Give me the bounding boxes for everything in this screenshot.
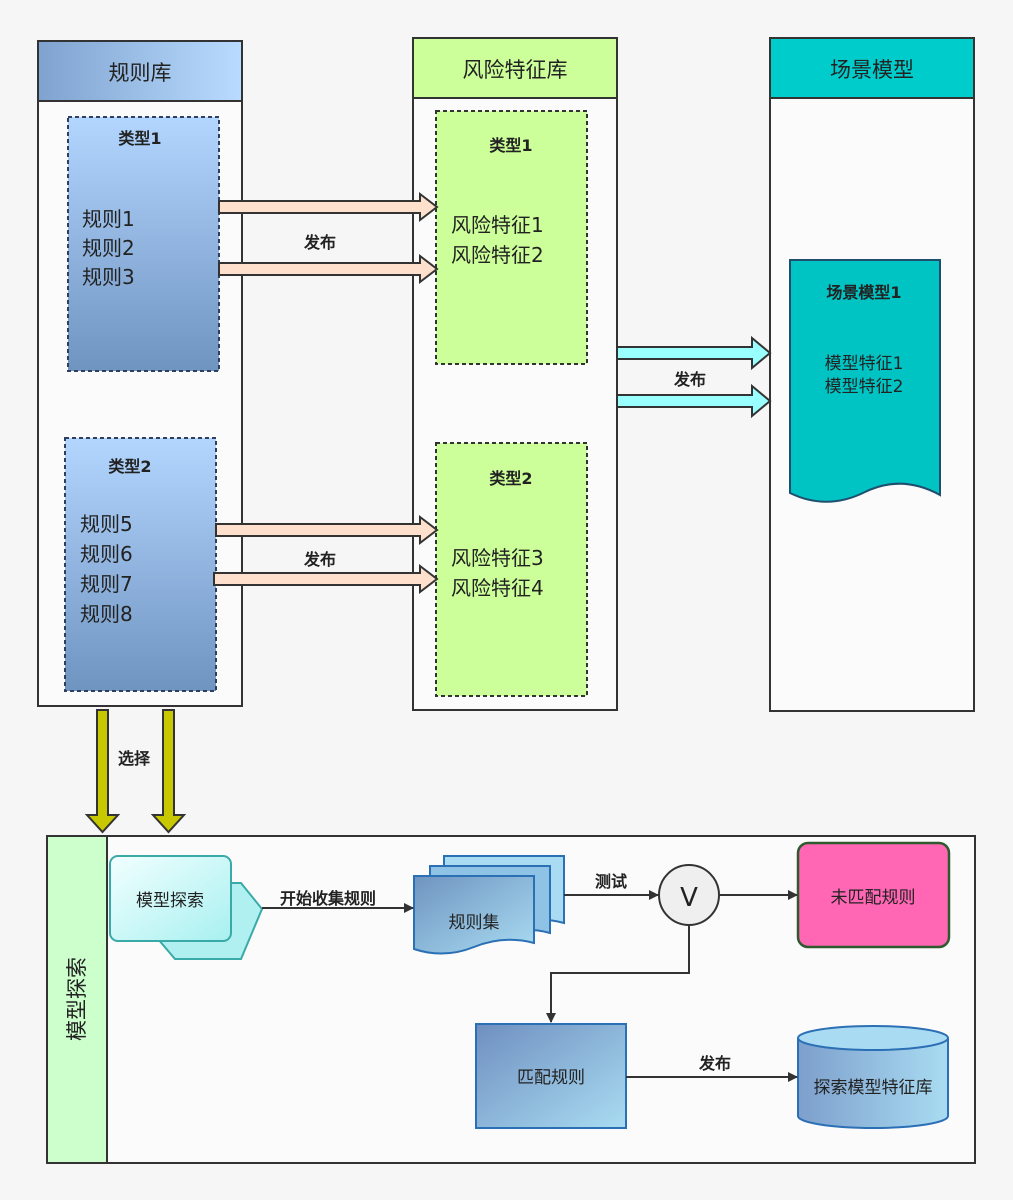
test-gate-symbol: V [680, 883, 698, 913]
risk-group-2-item: 风险特征4 [451, 576, 544, 600]
rule-group-2-item: 规则8 [80, 602, 133, 626]
rule-group-2-title: 类型2 [108, 457, 151, 476]
rule-group-1-item: 规则1 [82, 207, 135, 231]
publish-label-1: 发布 [303, 233, 336, 252]
rule-group-1-title: 类型1 [118, 129, 161, 148]
risk-group-1-item: 风险特征1 [451, 213, 544, 237]
rule-group-2-item: 规则7 [80, 572, 133, 596]
rule-group-1-item: 规则3 [82, 265, 135, 289]
publish-arrows-group-1: 发布 [218, 191, 439, 285]
scene-document-title: 场景模型1 [826, 283, 901, 302]
rule-set-node[interactable]: 规则集 [413, 855, 565, 955]
test-gate[interactable]: V [658, 864, 720, 926]
lane-rules-title: 规则库 [109, 61, 172, 85]
rule-group-2: 类型2 规则5 规则6 规则7 规则8 [64, 437, 217, 692]
select-label: 选择 [118, 749, 151, 768]
feature-db-label: 探索模型特征库 [814, 1078, 933, 1098]
publish-label-4: 发布 [698, 1054, 731, 1073]
risk-group-2: 类型2 风险特征3 风险特征4 [435, 442, 588, 697]
matched-rules-label: 匹配规则 [517, 1068, 585, 1088]
scene-document-item: 模型特征2 [825, 377, 904, 397]
risk-group-2-item: 风险特征3 [451, 546, 544, 570]
matched-rules-node[interactable]: 匹配规则 [475, 1023, 627, 1129]
model-explore-node-label: 模型探索 [136, 891, 204, 911]
risk-group-2-title: 类型2 [489, 469, 532, 488]
risk-group-1: 类型1 风险特征1 风险特征2 [435, 110, 588, 365]
lane-explore-title: 模型探索 [65, 957, 89, 1041]
publish-label-3: 发布 [673, 370, 706, 389]
edge-publish-db: 发布 [626, 1054, 798, 1082]
scene-document-item: 模型特征1 [825, 354, 904, 374]
unmatched-rules-label: 未匹配规则 [831, 888, 916, 908]
rule-group-1-item: 规则2 [82, 236, 135, 260]
model-explore-node[interactable]: 模型探索 [109, 855, 264, 960]
risk-group-1-title: 类型1 [489, 136, 532, 155]
rule-group-2-item: 规则5 [80, 512, 133, 536]
edge-test: 测试 [564, 872, 659, 900]
unmatched-rules-node[interactable]: 未匹配规则 [796, 841, 951, 949]
scene-document: 场景模型1 模型特征1 模型特征2 [789, 259, 941, 503]
rule-group-2-item: 规则6 [80, 542, 133, 566]
select-arrows: 选择 [84, 709, 187, 834]
publish-label-2: 发布 [303, 550, 336, 569]
publish-arrows-group-2: 发布 [213, 514, 439, 595]
edge-start-collect: 开始收集规则 [262, 889, 414, 913]
lane-scene-title: 场景模型 [830, 58, 914, 82]
feature-db-node[interactable]: 探索模型特征库 [797, 1025, 949, 1129]
risk-group-1-item: 风险特征2 [451, 243, 544, 267]
edge-gate-matched [546, 926, 690, 1023]
rule-group-1: 类型1 规则1 规则2 规则3 [67, 116, 220, 372]
test-label: 测试 [595, 872, 627, 891]
publish-arrows-group-3: 发布 [616, 335, 772, 419]
rule-set-node-label: 规则集 [449, 913, 500, 933]
start-collect-label: 开始收集规则 [280, 889, 376, 908]
lane-risk-title: 风险特征库 [463, 58, 568, 82]
